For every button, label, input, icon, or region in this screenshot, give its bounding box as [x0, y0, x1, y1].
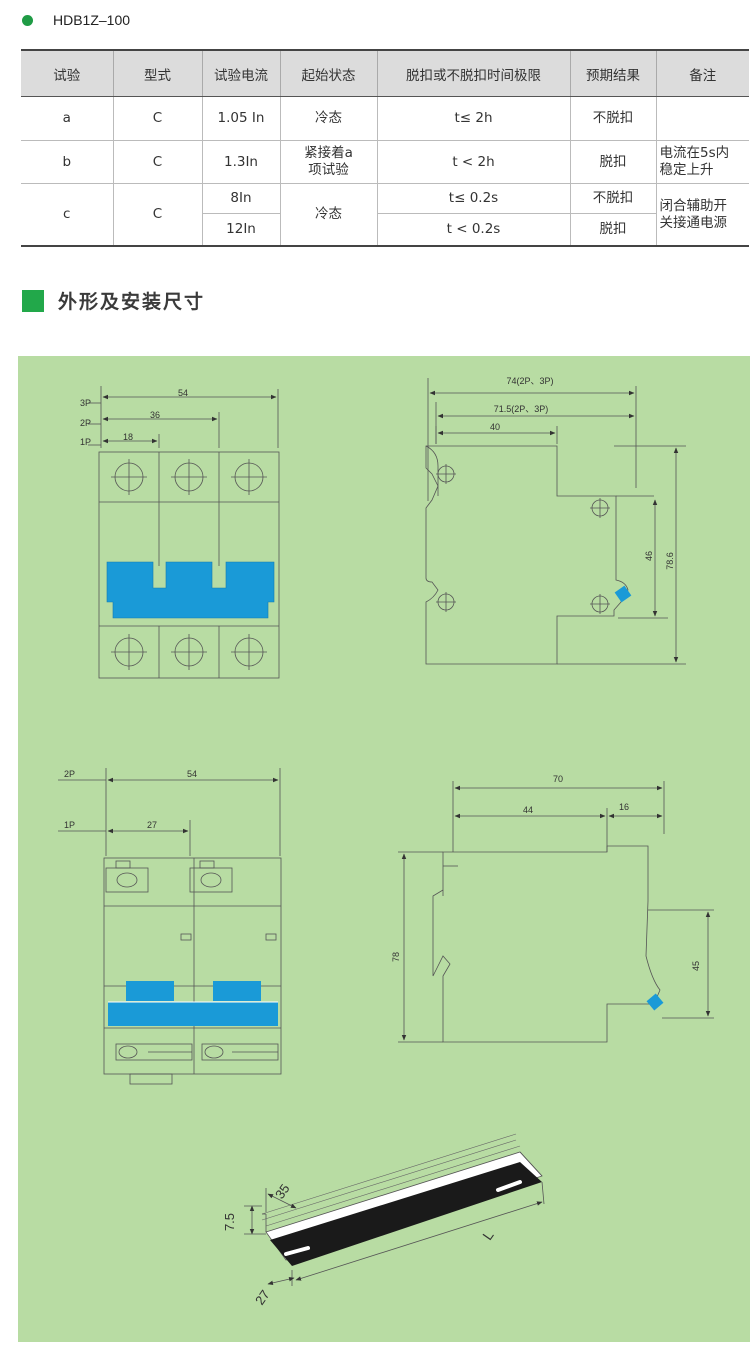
cell-note-line1: 电流在5s内 [659, 145, 730, 161]
cell-current: 1.3In [201, 140, 280, 184]
table-row: 12In t < 0.2s 脱扣 [21, 213, 749, 247]
cell-limit: t < 2h [376, 140, 570, 184]
label-3p: 3P [80, 398, 91, 408]
cell-test: c [21, 183, 113, 247]
label-1p-front: 1P [64, 820, 75, 830]
trip-test-table: 试验 型式 试验电流 起始状态 脱扣或不脱扣时间极限 预期结果 备注 a C 1… [21, 49, 749, 247]
cell-limit: t < 0.2s [376, 213, 570, 247]
section-heading: 外形及安装尺寸 [22, 287, 205, 314]
cell-type: C [112, 140, 202, 184]
cell-test: b [21, 140, 113, 184]
cell-note: 闭合辅助开关接通电源 [655, 183, 749, 247]
header-note: 备注 [655, 49, 749, 97]
dim-35: 35 [272, 1181, 293, 1201]
section-square-icon [22, 289, 44, 312]
dimension-drawings: 54 36 18 3P 2P 1P 74(2P、3P) 71.5(2P、3P) … [58, 376, 714, 1308]
dim-54-3p: 54 [178, 388, 188, 398]
dim-45: 45 [691, 961, 701, 971]
cell-result: 不脱扣 [569, 96, 656, 141]
trip-lever-1 [614, 585, 632, 603]
dim-L: L [479, 1227, 497, 1243]
dim-71-5: 71.5(2P、3P) [494, 404, 549, 414]
cell-current: 12In [201, 213, 280, 247]
model-heading: HDB1Z–100 [22, 10, 130, 30]
cell-note-line2: 稳定上升 [659, 162, 714, 178]
rail-dimensions [244, 1181, 545, 1286]
dim-78: 78 [391, 952, 401, 962]
dim-44: 44 [523, 805, 533, 815]
cell-type: C [112, 183, 202, 247]
label-2p: 2P [80, 418, 91, 428]
cell-limit: t≤ 0.2s [376, 183, 570, 214]
dim-7-5: 7.5 [222, 1213, 237, 1231]
cell-type: C [112, 96, 202, 141]
header-limit: 脱扣或不脱扣时间极限 [376, 49, 570, 97]
dim-27-rail: 27 [252, 1287, 273, 1307]
dim-18: 18 [123, 432, 133, 442]
cell-state: 冷态 [279, 183, 377, 247]
header-state: 起始状态 [279, 49, 377, 97]
side-view-2 [398, 781, 714, 1043]
table-row: c C 8In 冷态 t≤ 0.2s 不脱扣 闭合辅助开关接通电源 [21, 183, 749, 247]
front-view-3p [88, 386, 280, 679]
cell-state: 冷态 [279, 96, 377, 141]
dim-40: 40 [490, 422, 500, 432]
dim-78-6: 78.6 [665, 552, 675, 570]
label-1p: 1P [80, 437, 91, 447]
side-view-1 [425, 378, 686, 665]
dim-74: 74(2P、3P) [506, 376, 553, 386]
header-current: 试验电流 [201, 49, 280, 97]
cell-note-line1: 闭合辅助开 [659, 197, 728, 214]
cell-note [655, 96, 749, 141]
cell-note: 电流在5s内稳定上升 [655, 140, 749, 184]
section-title: 外形及安装尺寸 [58, 291, 206, 313]
bullet-dot-icon [22, 14, 33, 26]
model-title: HDB1Z–100 [53, 12, 131, 28]
cell-note-line2: 关接通电源 [659, 214, 728, 231]
header-result: 预期结果 [569, 49, 656, 97]
dim-16: 16 [619, 802, 629, 812]
table-header-row: 试验 型式 试验电流 起始状态 脱扣或不脱扣时间极限 预期结果 备注 [21, 49, 749, 97]
dim-54-2p: 54 [187, 769, 197, 779]
cell-current: 8In [201, 183, 280, 214]
label-2p-front: 2P [64, 769, 75, 779]
toggle-bar-2p [108, 981, 278, 1026]
cell-result: 脱扣 [569, 213, 656, 247]
drawing-panel: 54 36 18 3P 2P 1P 74(2P、3P) 71.5(2P、3P) … [18, 356, 750, 1342]
trip-lever-2 [646, 993, 664, 1011]
dim-46: 46 [644, 551, 654, 561]
table-row: a C 1.05 In 冷态 t≤ 2h 不脱扣 [21, 96, 749, 141]
cell-test: a [21, 96, 113, 141]
cell-state-line2: 项试验 [308, 162, 349, 178]
header-type: 型式 [112, 49, 202, 97]
cell-limit: t≤ 2h [376, 96, 570, 141]
dim-27-front: 27 [147, 820, 157, 830]
cell-state-line1: 紧接着a [304, 145, 353, 161]
dim-70: 70 [553, 774, 563, 784]
cell-result: 不脱扣 [569, 183, 656, 214]
toggle-bar-3p [106, 561, 275, 619]
header-test: 试验 [21, 49, 113, 97]
dim-36: 36 [150, 410, 160, 420]
cell-current: 1.05 In [201, 96, 280, 141]
front-view-2p [58, 768, 282, 1085]
cell-result: 脱扣 [569, 140, 656, 184]
